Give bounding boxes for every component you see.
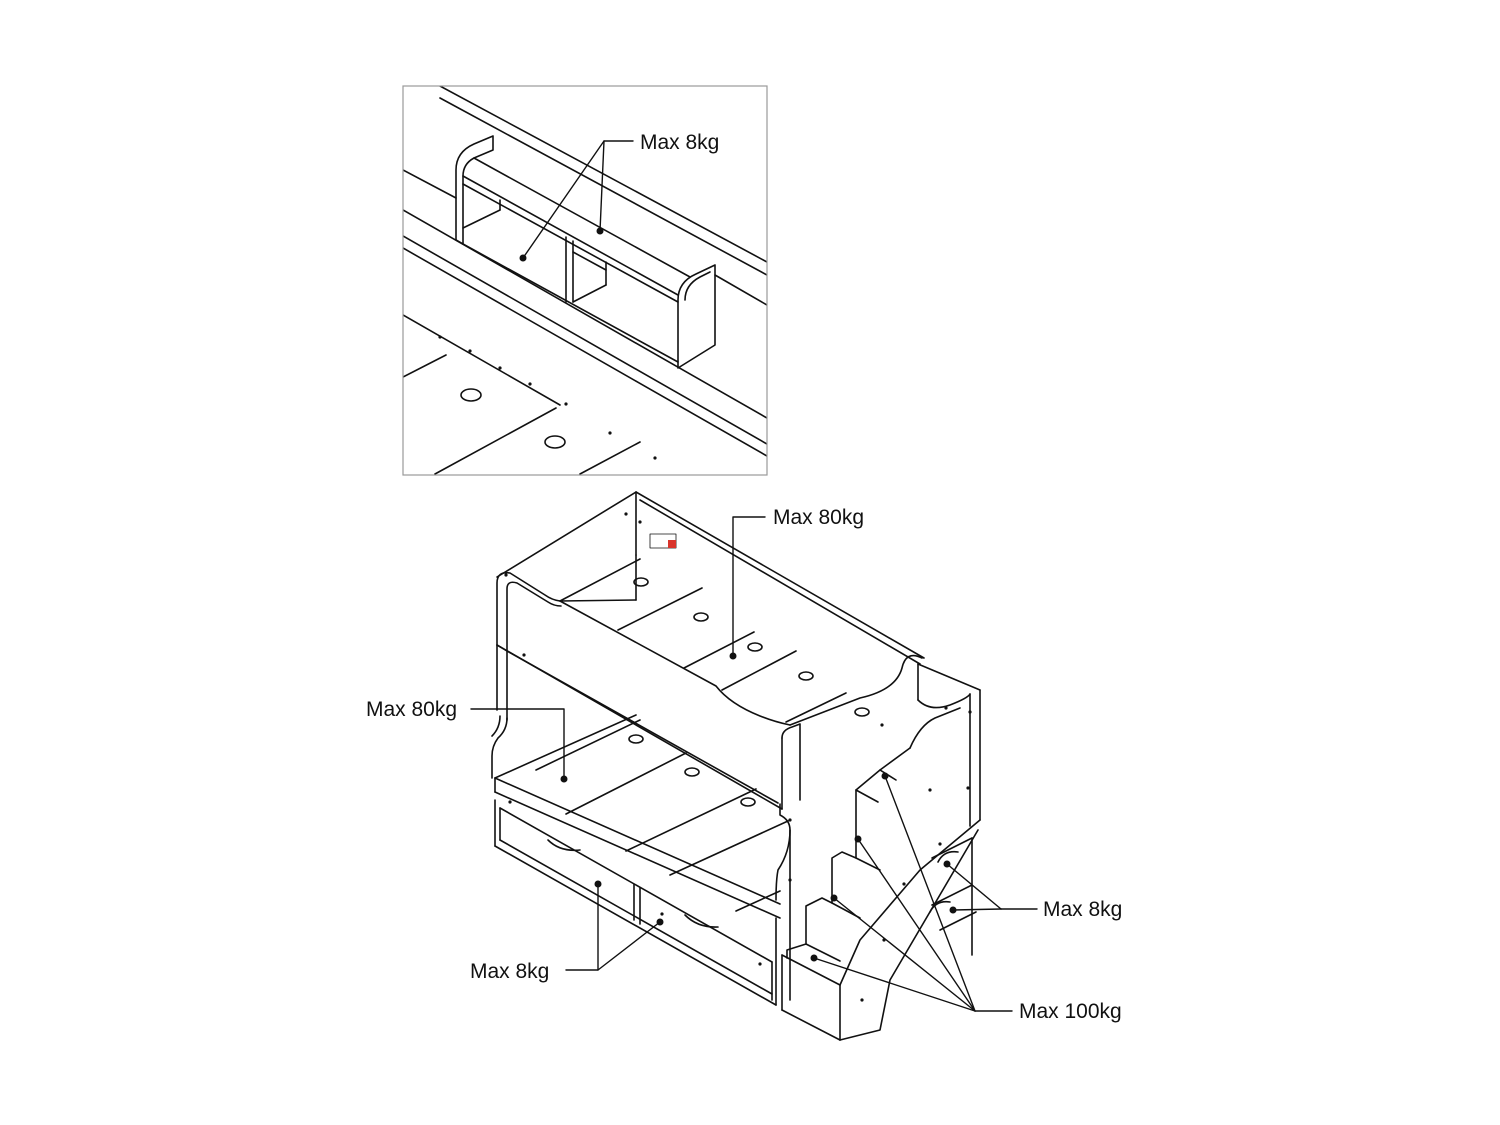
shelf-load-label: Max 8kg bbox=[640, 131, 719, 154]
inset-frame bbox=[402, 85, 768, 476]
headboard-shelf bbox=[455, 135, 716, 369]
drawers-load-label: Max 8kg bbox=[470, 960, 549, 983]
top-bunk bbox=[496, 491, 925, 810]
inset-screw-dots bbox=[438, 335, 657, 460]
bottom-bunk-load-label: Max 80kg bbox=[366, 698, 457, 721]
stairs-load-label: Max 100kg bbox=[1019, 1000, 1122, 1023]
top-bunk-load-label: Max 80kg bbox=[773, 506, 864, 529]
side-shelves-load-label: Max 8kg bbox=[1043, 898, 1122, 921]
callout-dots bbox=[560, 652, 957, 962]
bottom-bunk bbox=[491, 714, 791, 1001]
drawers bbox=[494, 799, 777, 1006]
shelf-callout bbox=[519, 140, 634, 262]
stairs-unit bbox=[781, 663, 981, 1041]
bed-screw-dots bbox=[504, 512, 972, 1002]
callout-lines bbox=[470, 516, 1038, 1012]
bunk-bed bbox=[491, 491, 981, 1041]
shelf-detail-inset: Max 8kg bbox=[402, 85, 768, 476]
inset-slats bbox=[403, 314, 641, 475]
